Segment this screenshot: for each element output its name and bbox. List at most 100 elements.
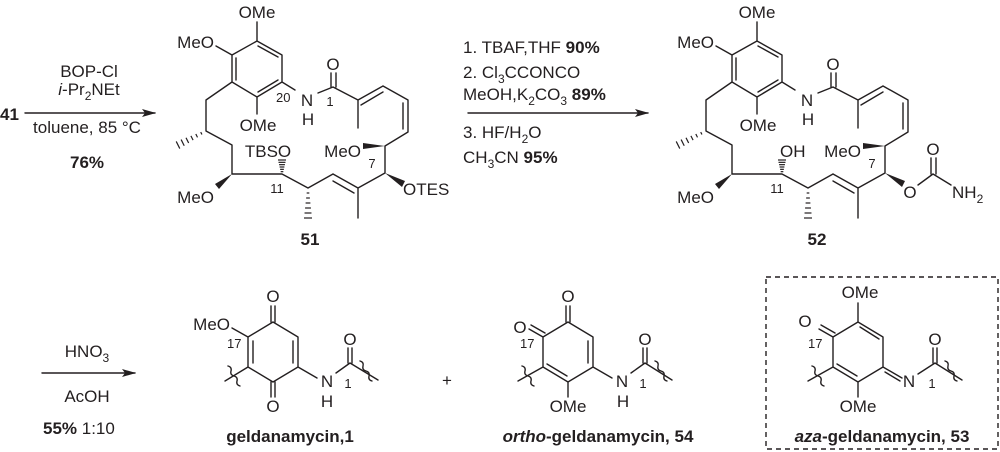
locant-label: 17	[808, 336, 822, 351]
text-segment: 3. HF/H	[463, 123, 522, 142]
reagent-line: CH3CN 95%	[463, 148, 558, 171]
hash-line	[685, 137, 690, 144]
text-segment: AcOH	[64, 387, 109, 406]
text-segment: ortho	[503, 427, 546, 446]
wavy-bond	[654, 360, 668, 382]
wedge-bond	[363, 143, 385, 149]
atom-label: O	[926, 140, 939, 159]
text-segment: CH	[463, 148, 488, 167]
wedge-bond	[863, 143, 885, 149]
hash-line	[185, 137, 190, 144]
hash-line	[700, 131, 703, 135]
reagent-line: 2. Cl3CCONCO	[463, 63, 580, 86]
wavy-bond	[359, 360, 373, 382]
highlight-box	[765, 276, 999, 450]
compound-41-label: 41	[0, 105, 19, 124]
text-segment: 3	[560, 94, 567, 108]
atom-label: O	[326, 55, 339, 74]
hash-line	[190, 135, 194, 141]
atom-label: O	[638, 330, 651, 349]
atom-label: N	[321, 372, 333, 391]
reagent-line: 3. HF/H2O	[463, 123, 541, 146]
compound-52-structure: OMe MeO OMe N H O OH MeO 7 O O NH2 MeO 1…	[675, 3, 984, 249]
text-segment: -Pr	[62, 80, 85, 99]
wavy-bond	[811, 365, 825, 387]
text-segment: 2	[528, 94, 535, 108]
atom-label: O	[826, 55, 839, 74]
text-segment: BOP-Cl	[60, 62, 118, 81]
hash-line	[675, 141, 681, 149]
atom-label: MeO	[324, 142, 361, 161]
text-segment: HNO	[65, 342, 103, 361]
hash-line	[175, 141, 181, 149]
reaction-yield: 55% 1:10	[43, 419, 115, 438]
text-segment: 2. Cl	[463, 63, 498, 82]
bonds	[517, 305, 673, 398]
text-segment: 95%	[524, 148, 558, 167]
atom-label: OMe	[740, 116, 777, 135]
reagent-line: AcOH	[64, 387, 109, 406]
text-segment: 2	[977, 192, 984, 206]
locant-label: 1	[344, 376, 351, 391]
hash-line	[695, 133, 699, 138]
ortho-geldanamycin-structure: O O 17 OMe N H O 1 ortho-geldanamycin, 5…	[503, 287, 694, 446]
hash-line	[200, 131, 203, 135]
wedge-bond	[385, 173, 405, 187]
locant-label: 11	[770, 181, 784, 196]
reagent-line: MeOH,K2CO3 89%	[463, 85, 606, 108]
text-segment: 2	[522, 132, 529, 146]
atom-label: MeO	[677, 33, 714, 52]
text-segment: NEt	[91, 80, 120, 99]
text-segment: CN	[494, 148, 523, 167]
atom-label: N	[301, 91, 313, 110]
text-segment: 1:10	[77, 419, 115, 438]
atom-label: NH2	[952, 183, 984, 206]
bonds	[807, 302, 963, 398]
hash-line	[195, 133, 199, 138]
compound-51-label: 51	[301, 230, 320, 249]
aza-geldanamycin-structure: OMe O 17 OMe N O 1 aza-geldanamycin, 53	[765, 276, 999, 450]
atom-label: O	[513, 318, 526, 337]
hashed-bond	[675, 131, 703, 149]
atom-label: H	[321, 392, 333, 411]
atom-label: O	[798, 312, 811, 331]
atom-label: OMe	[842, 283, 879, 302]
text-segment: NH	[952, 183, 977, 202]
hashed-bond	[804, 192, 812, 219]
atom-label: O	[928, 330, 941, 349]
atom-label: MeO	[677, 188, 714, 207]
atom-label: O	[343, 330, 356, 349]
hash-line	[690, 135, 694, 141]
reagent-line: HNO3	[65, 342, 110, 365]
text-segment: 2	[85, 89, 92, 103]
bonds	[224, 305, 379, 398]
plus-sign: +	[442, 371, 452, 390]
text-segment: i	[58, 80, 63, 99]
geldanamycin-structure: O O MeO 17 N H O 1 geldanamycin,1	[193, 287, 379, 446]
wedge-bond	[885, 173, 905, 187]
locant-label: 11	[270, 181, 284, 196]
locant-label: 1	[639, 376, 646, 391]
locant-label: 1	[928, 376, 935, 391]
atom-label: H	[617, 392, 629, 411]
locant-label: 20	[276, 90, 290, 105]
atom-label: O	[903, 183, 916, 202]
text-segment: 55%	[43, 419, 77, 438]
atom-label: MeO	[177, 33, 214, 52]
atom-label: MeO	[177, 188, 214, 207]
atom-label: TBSO	[245, 142, 291, 161]
atom-label: N	[801, 91, 813, 110]
hashed-bond	[175, 131, 203, 149]
atom-label: OMe	[739, 3, 776, 22]
atom-label: N	[616, 372, 628, 391]
atom-label: H	[802, 110, 814, 129]
text-segment: -geldanamycin, 54	[546, 427, 694, 446]
reagent-line: 1. TBAF,THF 90%	[463, 38, 600, 57]
locant-label: 17	[520, 336, 534, 351]
atom-label: O	[561, 287, 574, 306]
text-segment: 1. TBAF,THF	[463, 38, 566, 57]
reagent-bopcl: BOP-Cl	[60, 62, 118, 81]
reagent-base: i-Pr2NEt	[58, 80, 120, 103]
text-segment: 3	[488, 157, 495, 171]
reaction-yield: 76%	[70, 153, 104, 172]
